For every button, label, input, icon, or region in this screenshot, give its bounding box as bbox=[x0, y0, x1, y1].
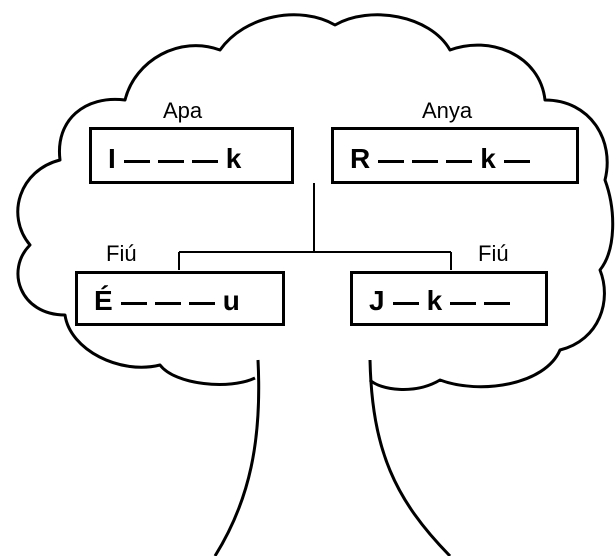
blank-line bbox=[412, 160, 439, 163]
tree-trunk-left bbox=[213, 359, 261, 556]
blank-line bbox=[157, 160, 184, 163]
blank-line bbox=[188, 302, 215, 305]
blank-line bbox=[154, 302, 181, 305]
blank-line bbox=[378, 160, 405, 163]
given-letter: k bbox=[225, 143, 242, 174]
tree-canopy-outline bbox=[16, 13, 615, 391]
father-label: Apa bbox=[163, 98, 203, 123]
blank-line bbox=[191, 160, 218, 163]
given-letter: J bbox=[369, 285, 385, 316]
blank-line bbox=[123, 160, 150, 163]
blank-line bbox=[503, 160, 530, 163]
left-son-label: Fiú bbox=[106, 241, 137, 266]
tree-trunk-right bbox=[368, 359, 452, 556]
given-letter: É bbox=[94, 285, 113, 316]
mother-label: Anya bbox=[422, 98, 473, 123]
blank-line bbox=[392, 302, 419, 305]
given-letter: I bbox=[108, 143, 116, 174]
given-letter: k bbox=[426, 285, 443, 316]
blank-line bbox=[446, 160, 473, 163]
blank-line bbox=[484, 302, 511, 305]
given-letter: R bbox=[350, 143, 371, 174]
blank-line bbox=[450, 302, 477, 305]
given-letter: k bbox=[480, 143, 496, 174]
right-son-label: Fiú bbox=[478, 241, 509, 266]
given-letter: u bbox=[222, 285, 240, 316]
blank-line bbox=[120, 302, 147, 305]
